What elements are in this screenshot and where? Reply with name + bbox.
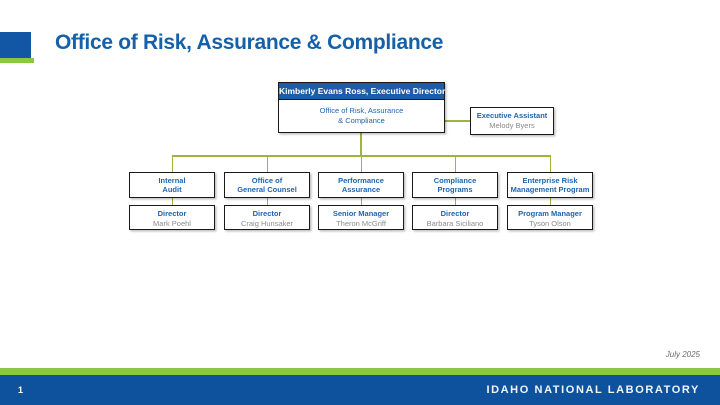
manager-box: Senior Manager Theron McGriff — [318, 205, 404, 230]
manager-box: Director Mark Poehl — [129, 205, 215, 230]
department-box-performance-assurance: Performance Assurance — [318, 172, 404, 198]
connector-manager — [454, 198, 456, 206]
manager-role: Director — [440, 209, 470, 218]
date-label: July 2025 — [665, 350, 700, 359]
connector-stub — [266, 155, 268, 172]
footer-green-stripe — [0, 368, 720, 375]
department-label: Office of General Counsel — [237, 175, 297, 195]
brand-mark-blue — [0, 32, 31, 58]
manager-name: Craig Hunsaker — [240, 219, 294, 228]
footer-brand: IDAHO NATIONAL LABORATORY — [486, 384, 700, 396]
executive-assistant-box: Executive Assistant Melody Byers — [470, 107, 554, 135]
department-label: Internal Audit — [158, 175, 186, 195]
department-box-internal-audit: Internal Audit — [129, 172, 215, 198]
manager-role: Program Manager — [518, 209, 582, 218]
manager-name: Barbara Siciliano — [426, 219, 484, 228]
executive-director-office: Office of Risk, Assurance & Compliance — [319, 106, 404, 125]
connector-stub — [454, 155, 456, 172]
department-label: Compliance Programs — [433, 175, 477, 195]
department-label: Performance Assurance — [338, 175, 384, 195]
footer-bar: 1 IDAHO NATIONAL LABORATORY — [0, 375, 720, 405]
connector-manager — [360, 198, 362, 206]
manager-box: Director Barbara Siciliano — [412, 205, 498, 230]
executive-director-box: Kimberly Evans Ross, Executive Director … — [278, 82, 445, 133]
brand-mark-green — [0, 58, 34, 63]
department-box-enterprise-risk: Enterprise Risk Management Program — [507, 172, 593, 198]
page-number: 1 — [18, 385, 24, 395]
connector-director-down — [360, 133, 362, 155]
executive-director-name: Kimberly Evans Ross, Executive Director — [279, 83, 445, 100]
connector-manager — [171, 198, 173, 206]
manager-name: Theron McGriff — [336, 219, 386, 228]
page-title: Office of Risk, Assurance & Compliance — [55, 31, 444, 54]
manager-name: Mark Poehl — [153, 219, 191, 228]
assistant-name: Melody Byers — [489, 121, 535, 130]
manager-role: Senior Manager — [332, 209, 390, 218]
connector-stub — [171, 155, 173, 172]
department-box-general-counsel: Office of General Counsel — [224, 172, 310, 198]
manager-box: Director Craig Hunsaker — [224, 205, 310, 230]
connector-stub — [360, 155, 362, 172]
connector-manager — [266, 198, 268, 206]
department-box-compliance-programs: Compliance Programs — [412, 172, 498, 198]
connector-manager — [549, 198, 551, 206]
manager-role: Director — [252, 209, 282, 218]
manager-role: Director — [157, 209, 187, 218]
assistant-role: Executive Assistant — [476, 111, 548, 120]
manager-name: Tyson Olson — [529, 219, 571, 228]
department-label: Enterprise Risk Management Program — [510, 175, 590, 195]
connector-assistant — [445, 120, 470, 122]
connector-stub — [549, 155, 551, 172]
manager-box: Program Manager Tyson Olson — [507, 205, 593, 230]
